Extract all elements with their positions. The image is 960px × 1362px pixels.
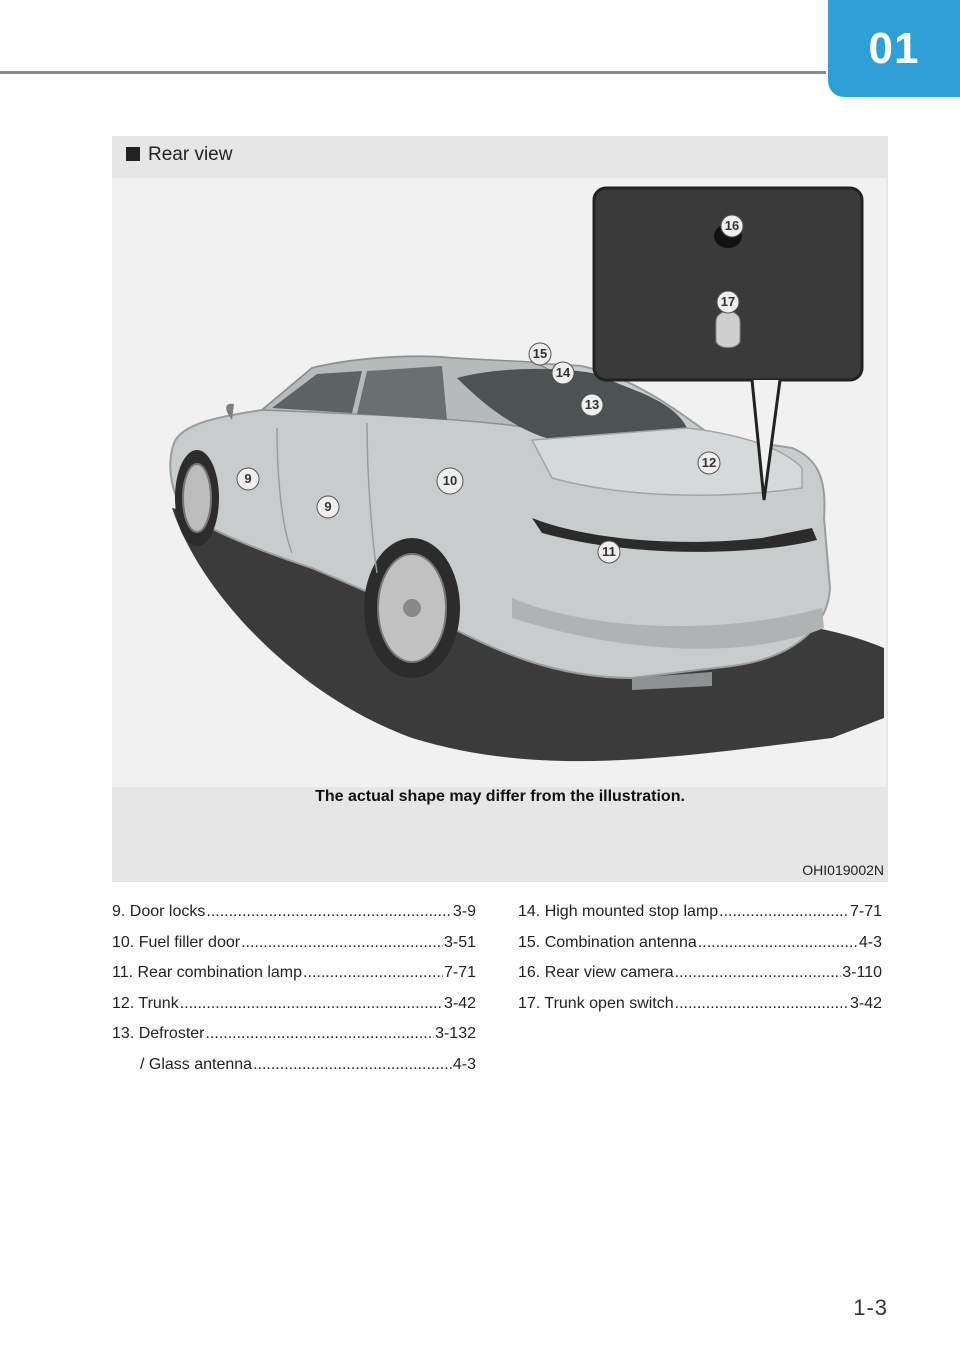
list-item: 11. Rear combination lamp7-71: [112, 964, 476, 995]
item-list-right: 14. High mounted stop lamp7-71 15. Combi…: [518, 903, 882, 1025]
car-illustration: 16 17 9 9 10 11 12 13 14 15: [112, 178, 886, 787]
svg-text:9: 9: [324, 499, 331, 514]
list-item: 14. High mounted stop lamp7-71: [518, 903, 882, 934]
figure-heading: Rear view: [126, 144, 232, 166]
svg-text:16: 16: [725, 218, 739, 233]
list-item: / Glass antenna4-3: [112, 1056, 476, 1087]
svg-text:12: 12: [702, 455, 716, 470]
svg-text:10: 10: [443, 473, 457, 488]
svg-text:17: 17: [721, 294, 735, 309]
list-item: 16. Rear view camera3-110: [518, 964, 882, 995]
svg-text:13: 13: [585, 397, 599, 412]
list-item: 17. Trunk open switch3-42: [518, 995, 882, 1026]
list-item: 9. Door locks3-9: [112, 903, 476, 934]
callout-labels: 16 17 9 9 10 11 12 13 14 15: [236, 214, 744, 564]
svg-text:15: 15: [533, 346, 547, 361]
list-item: 12. Trunk3-42: [112, 995, 476, 1026]
item-list-left: 9. Door locks3-9 10. Fuel filler door3-5…: [112, 903, 476, 1086]
car-rear-view-illustration: 16 17 9 9 10 11 12 13 14 15: [169, 186, 884, 762]
figure-caption: The actual shape may differ from the ill…: [315, 788, 685, 805]
list-item: 10. Fuel filler door3-51: [112, 934, 476, 965]
figure-heading-text: Rear view: [148, 144, 233, 165]
figure-box: Rear view: [112, 136, 888, 882]
header-rule: [0, 71, 826, 74]
list-item: 15. Combination antenna4-3: [518, 934, 882, 965]
list-item: 13. Defroster3-132: [112, 1025, 476, 1056]
chapter-tab: 01: [828, 0, 960, 97]
svg-text:14: 14: [556, 365, 571, 380]
square-bullet-icon: [126, 147, 140, 161]
svg-text:9: 9: [244, 471, 251, 486]
page-number: 1-3: [853, 1295, 888, 1320]
figure-code: OHI019002N: [802, 862, 884, 878]
svg-text:11: 11: [602, 544, 616, 559]
